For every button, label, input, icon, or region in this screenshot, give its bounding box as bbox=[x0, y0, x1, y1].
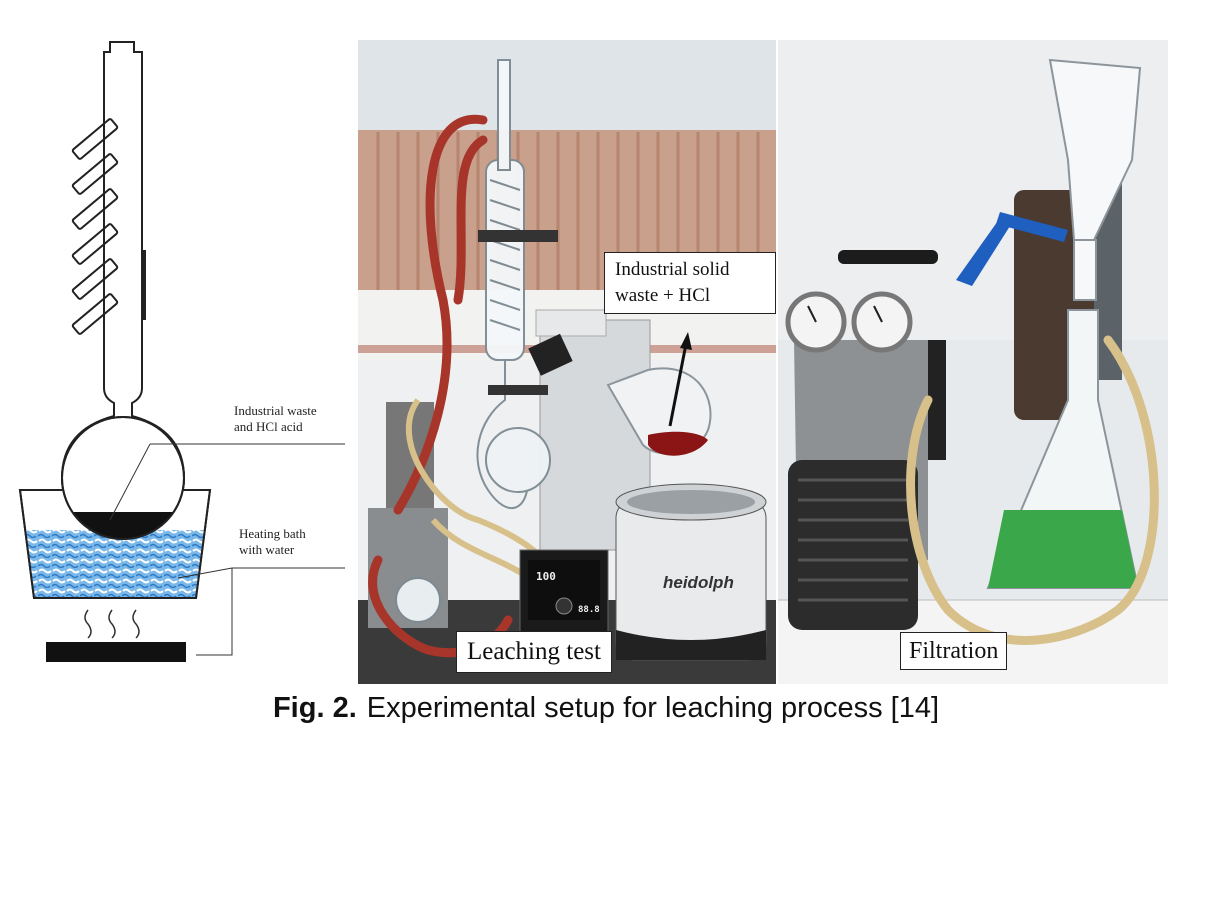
filtration-photo: Filtration bbox=[778, 40, 1168, 684]
callout-industrial-solid-waste: Industrial solid waste + HCl bbox=[604, 252, 776, 314]
callout-arrow bbox=[668, 332, 692, 427]
condenser-coil bbox=[71, 118, 119, 335]
figure-caption: Fig. 2. Experimental setup for leaching p… bbox=[0, 688, 1212, 728]
schematic-diagram: Industrial waste and HCl acid Heating ba… bbox=[10, 38, 355, 678]
display-bottom: 88.8 bbox=[578, 605, 600, 615]
heidolph-logo: heidolph bbox=[663, 573, 734, 592]
figure: Industrial waste and HCl acid Heating ba… bbox=[10, 38, 1168, 684]
erlenmeyer-flask bbox=[986, 309, 1140, 589]
separatory-funnel bbox=[1048, 58, 1142, 301]
glass-condenser bbox=[395, 59, 551, 623]
rotating-flask bbox=[606, 367, 712, 456]
reflux-apparatus-drawing bbox=[18, 41, 345, 662]
vacuum-pump bbox=[788, 250, 946, 630]
filtration-title: Filtration bbox=[900, 632, 1008, 670]
heat-waves bbox=[84, 609, 140, 639]
water-bath-pot bbox=[615, 483, 767, 661]
vacuum-tubing bbox=[906, 335, 1159, 645]
rotary-evaporator-illustration: heidolph 100 88.8 bbox=[358, 40, 776, 684]
label-heating-bath: Heating bath with water bbox=[239, 526, 306, 557]
vacuum-filtration-illustration bbox=[778, 40, 1168, 684]
hot-plate bbox=[46, 642, 186, 662]
pressure-gauges bbox=[785, 291, 913, 353]
blue-clamp bbox=[956, 212, 1068, 286]
caption-text: Experimental setup for leaching process … bbox=[366, 692, 940, 724]
figure-number: Fig. 2. bbox=[272, 692, 357, 724]
leader-lines bbox=[109, 443, 345, 656]
label-industrial-waste: Industrial waste and HCl acid bbox=[234, 403, 317, 434]
leaching-test-title: Leaching test bbox=[456, 631, 612, 673]
leaching-test-photo: heidolph 100 88.8 Industrial solid waste… bbox=[358, 40, 776, 684]
control-panel bbox=[519, 549, 609, 639]
display-top: 100 bbox=[536, 570, 556, 583]
